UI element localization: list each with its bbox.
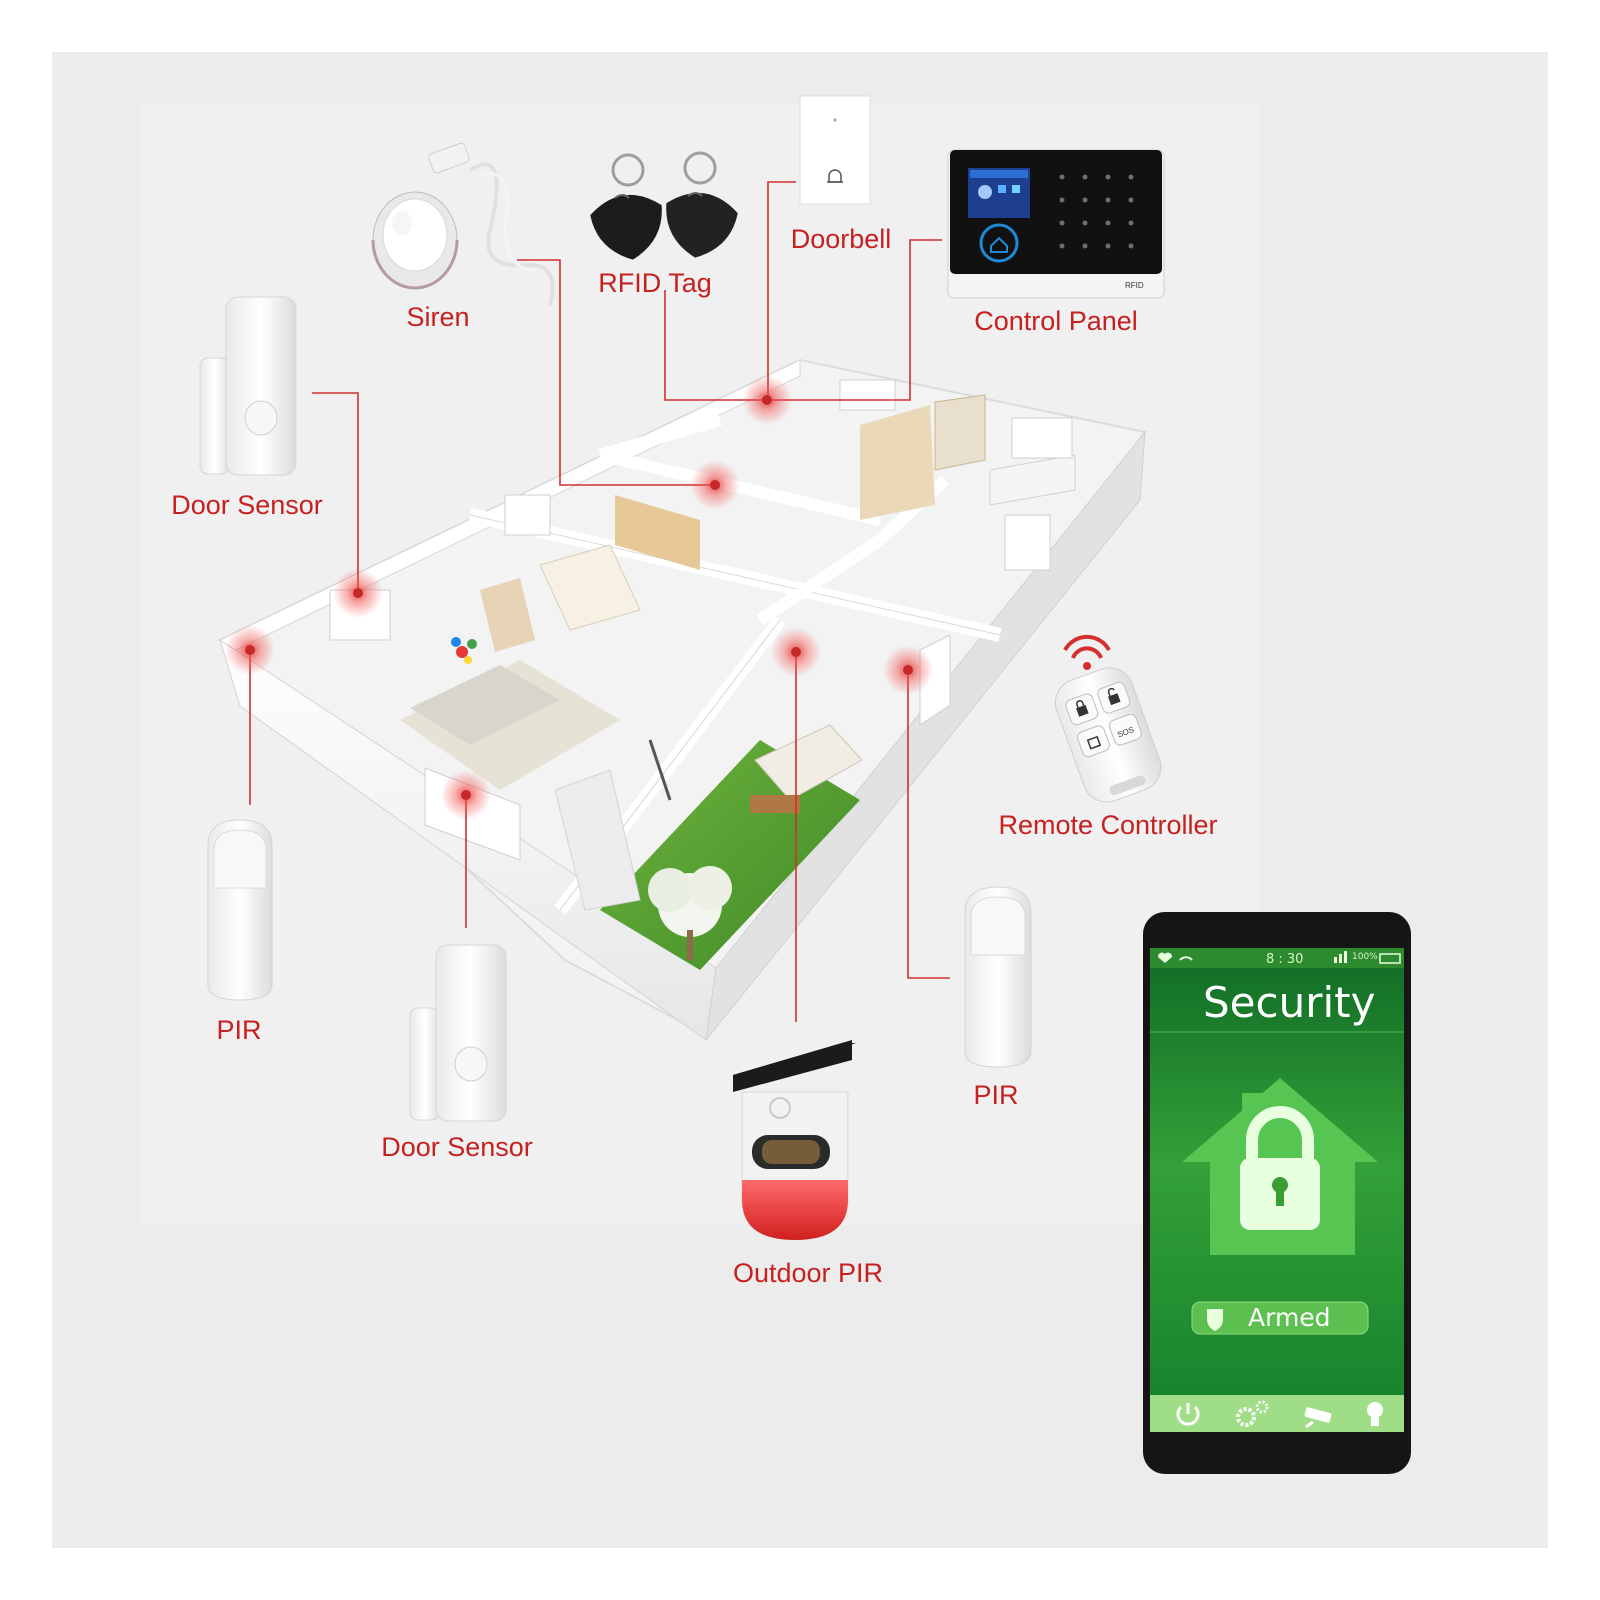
door-sensor-left-device (199, 296, 297, 476)
connector-doorbell (767, 181, 796, 400)
hotspot-siren (690, 460, 740, 510)
signal-icon (1334, 957, 1337, 963)
label-door-sensor-bottom: Door Sensor (381, 1132, 533, 1162)
control-panel-device: RFID (947, 149, 1165, 299)
label-pir-right: PIR (973, 1080, 1019, 1110)
door-sensor-bottom-device (409, 944, 507, 1122)
hotspot-door-sensor-left (333, 568, 383, 618)
phone-status-time: 8 : 30 (1266, 952, 1304, 967)
hotspot-outdoor-pir (771, 627, 821, 677)
smartphone (1143, 912, 1411, 1474)
outdoor-pir-device (733, 1040, 856, 1240)
remote-controller-device: SOS (1054, 634, 1162, 803)
sensor-hotspots (225, 375, 933, 820)
doorbell-device (799, 95, 871, 205)
bulb-icon[interactable] (1367, 1402, 1383, 1426)
settings-icon[interactable] (1236, 1400, 1269, 1427)
battery-icon (1379, 953, 1401, 964)
label-pir-left: PIR (216, 1015, 262, 1045)
connector-rfid (664, 290, 765, 401)
hotspot-entrance (742, 375, 792, 425)
connector-lines (249, 181, 950, 1022)
armed-label: Armed (1248, 1303, 1331, 1332)
shield-icon (1207, 1309, 1223, 1331)
camera-icon[interactable] (1304, 1407, 1332, 1429)
connector-door-sensor-left (312, 392, 359, 590)
label-remote-controller: Remote Controller (998, 810, 1218, 840)
pir-left-device (207, 819, 273, 1001)
label-rfid-tag: RFID Tag (598, 268, 712, 298)
control-panel-brand: RFID (1125, 281, 1144, 290)
pir-right-device (964, 886, 1032, 1068)
phone-title: Security (1203, 978, 1376, 1027)
connector-pir-right (907, 670, 950, 979)
label-siren: Siren (406, 302, 470, 332)
label-outdoor-pir: Outdoor PIR (732, 1258, 884, 1288)
hotspot-door-sensor-bottom (441, 770, 491, 820)
connector-control-panel (770, 239, 942, 401)
hotspot-pir-left (225, 625, 275, 675)
heart-icon (1157, 952, 1173, 963)
power-icon[interactable] (1176, 1403, 1200, 1426)
phone-status-battery: 100% (1352, 952, 1378, 962)
label-control-panel: Control Panel (974, 306, 1138, 336)
wifi-icon (1179, 956, 1193, 961)
connector-siren (517, 259, 715, 486)
rfid-tag-device (590, 151, 738, 260)
armed-status-badge[interactable] (1191, 1301, 1369, 1335)
hotspot-pir-right (883, 645, 933, 695)
label-doorbell: Doorbell (790, 224, 892, 254)
siren-device (371, 142, 555, 306)
label-door-sensor-left: Door Sensor (171, 490, 323, 520)
secure-house-icon (1182, 1078, 1378, 1255)
